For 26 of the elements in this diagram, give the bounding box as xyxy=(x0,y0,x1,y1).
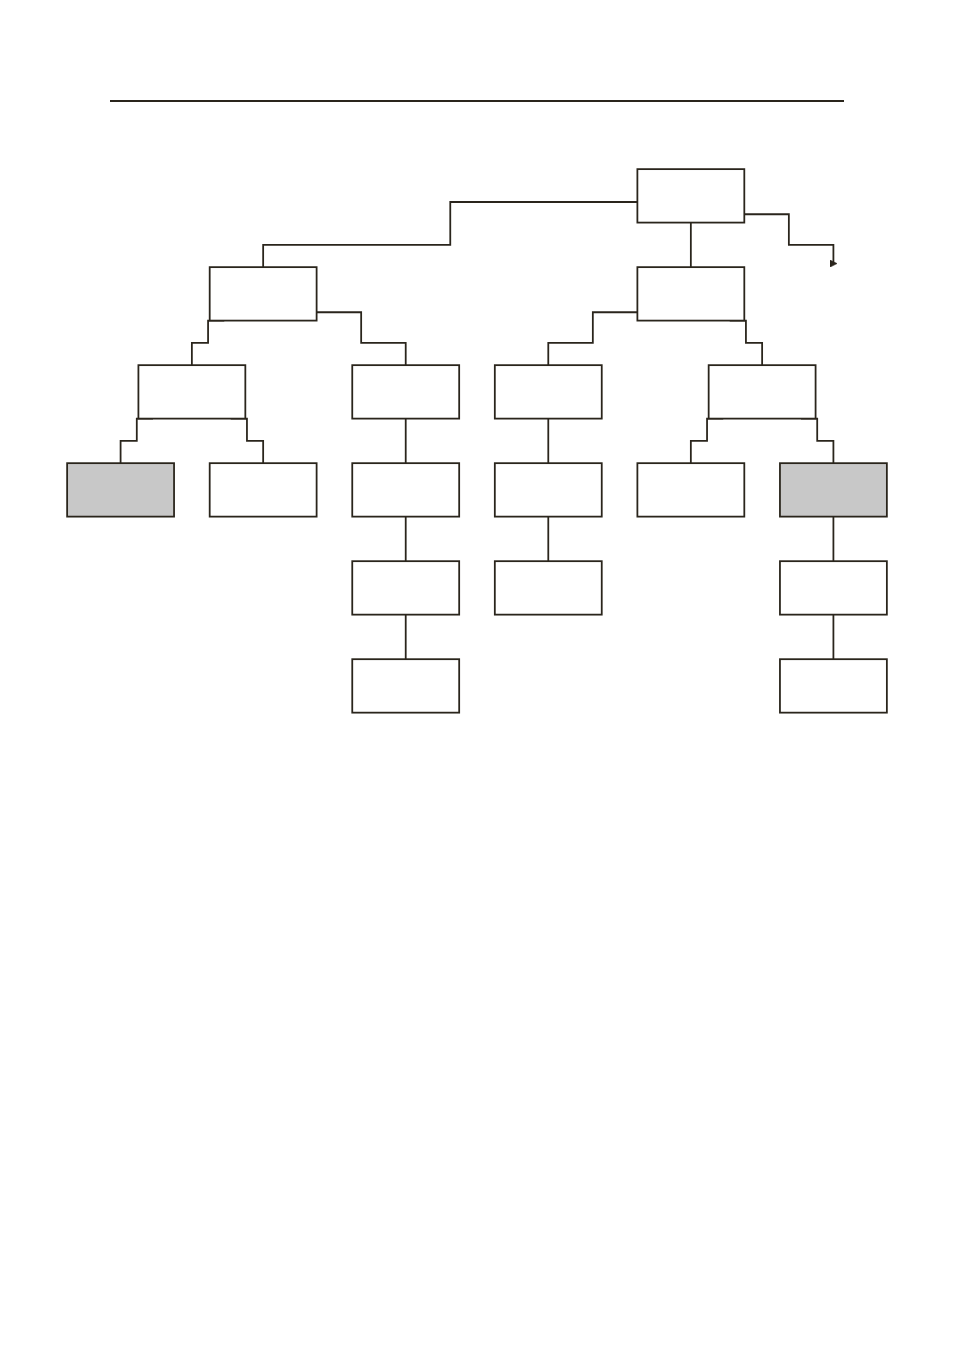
node-box xyxy=(66,462,175,518)
connector xyxy=(832,613,835,661)
node-box xyxy=(707,364,817,420)
node-box xyxy=(493,364,603,420)
node-box xyxy=(636,168,746,224)
node-box xyxy=(137,364,247,420)
node-box xyxy=(208,462,318,518)
node-box xyxy=(208,266,318,322)
node-box xyxy=(351,560,461,616)
connector xyxy=(404,613,407,661)
node-box xyxy=(351,364,461,420)
connector xyxy=(547,515,550,563)
node-box xyxy=(779,462,888,518)
node-box xyxy=(779,658,888,714)
node-box xyxy=(493,560,603,616)
node-box xyxy=(779,560,888,616)
connector xyxy=(404,417,407,465)
connector xyxy=(832,515,835,563)
node-box xyxy=(636,266,746,322)
connector xyxy=(547,417,550,465)
connector xyxy=(689,221,692,269)
connector xyxy=(404,515,407,563)
node-box xyxy=(351,658,461,714)
node-box xyxy=(636,462,746,518)
node-box xyxy=(351,462,461,518)
node-box xyxy=(493,462,603,518)
